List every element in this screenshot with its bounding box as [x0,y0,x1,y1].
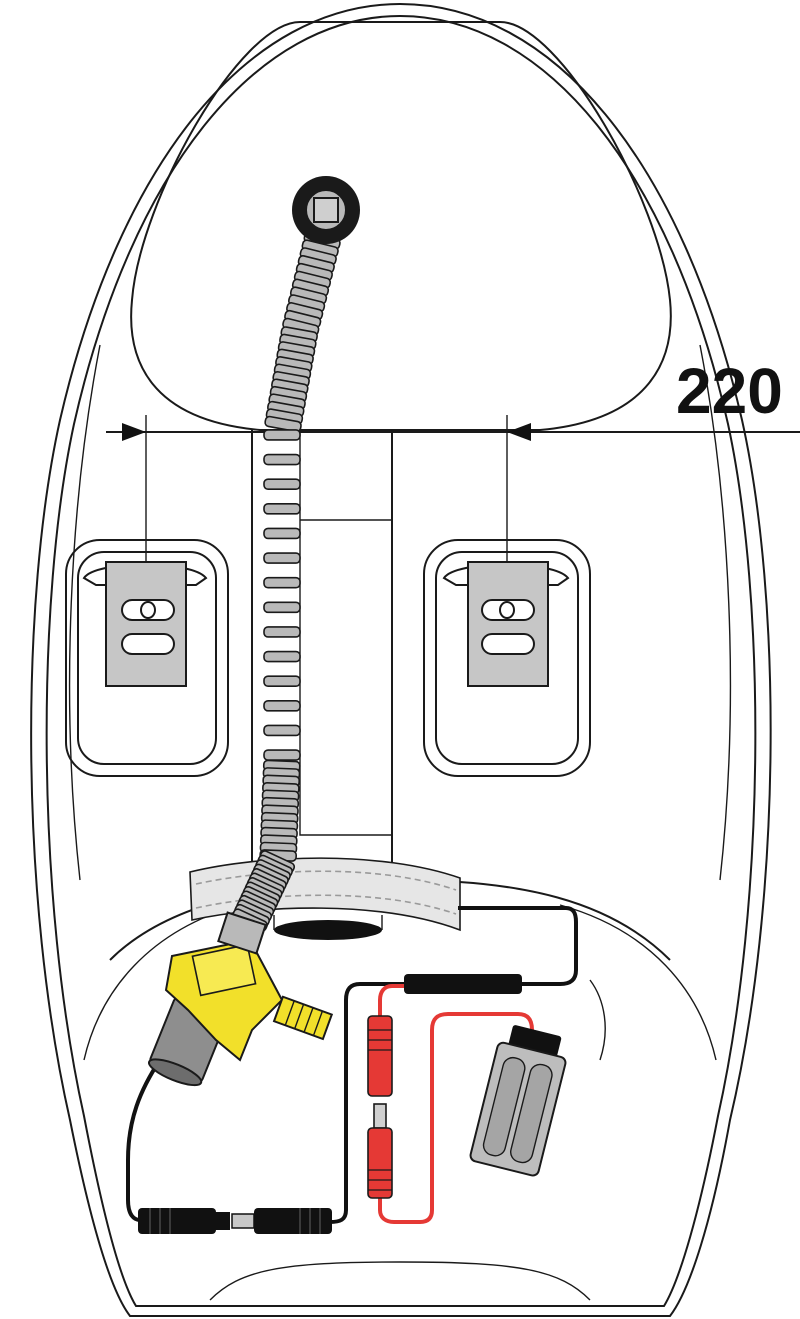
hose-rib [263,429,301,441]
left-mounting-bracket [65,539,229,777]
mounting-nut [292,176,360,244]
housing [30,2,772,1317]
battery-pack [469,1025,567,1177]
hose-rib [263,650,301,663]
power-cable [367,984,534,1224]
hose-rib [263,626,301,638]
hose-rib [263,700,301,712]
hose-rib [263,749,301,761]
signal-cable [126,906,578,1234]
lower-compartment [83,878,717,1061]
solenoid-valve [147,911,334,1087]
hose-rib [263,503,301,515]
hose-rib [263,576,301,589]
dimension: 220 [106,355,800,612]
hose-rib [264,415,302,433]
corrugated-flex-hose [232,215,345,932]
dimension-value: 220 [676,355,783,427]
hose-rib [263,453,301,466]
hose-rib [263,527,301,540]
hose-rib [263,478,301,490]
hose-rib [263,724,301,737]
hose-rib [263,601,301,614]
hose-rib [263,552,301,564]
hose-rib [263,675,301,687]
bowl [130,21,672,895]
right-mounting-bracket [423,539,591,777]
